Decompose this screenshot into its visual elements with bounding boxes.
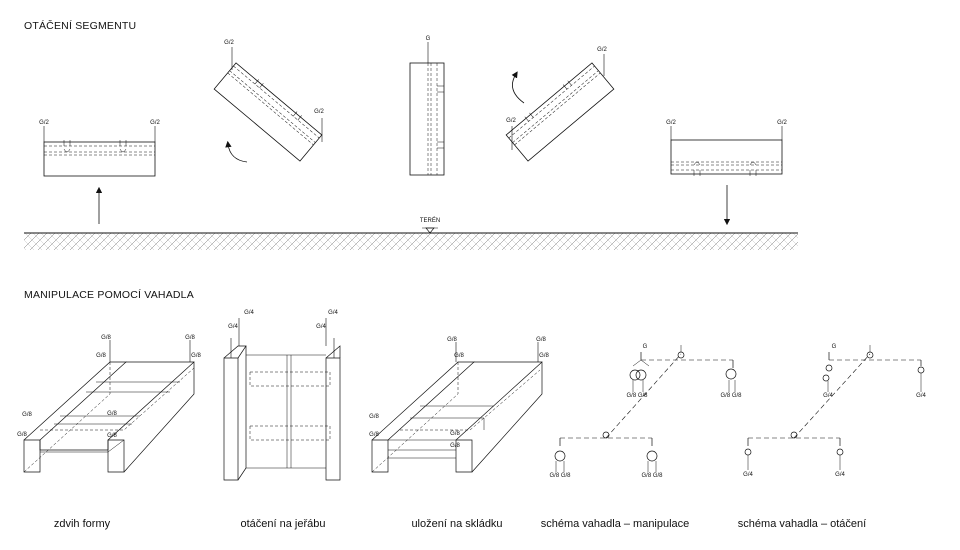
figure-storage-placement: G/8 G/8 G/8 G/8 G/8 G/8 G/8 G/8 [369, 337, 549, 473]
figure-form-lifting: G/8 G/8 G/8 G/8 G/8 G/8 G/8 G/8 [17, 335, 201, 473]
load-label-g8: G/8 [539, 353, 549, 359]
load-label-g8: G/8 [191, 353, 201, 359]
load-label-g4: G/4 [835, 472, 845, 478]
load-label-g8: G/8 [450, 443, 460, 449]
segment-rotation-diagram: TERÉN G/2 G/2 G/2 [24, 36, 798, 250]
load-label-g8: G/8 [96, 353, 106, 359]
segment-stage-1-horizontal: G/2 G/2 [39, 120, 160, 224]
load-label-g4: G/4 [823, 393, 833, 399]
load-label-g8: G/8 [107, 433, 117, 439]
load-label-g4: G/4 [316, 324, 326, 330]
load-label-g2: G/2 [777, 120, 787, 126]
terrain-marker: TERÉN [420, 217, 440, 234]
load-label-g8: G/8 [450, 431, 460, 437]
terrain-label: TERÉN [420, 217, 440, 224]
load-label-g4: G/4 [916, 393, 926, 399]
load-label-g2: G/2 [666, 120, 676, 126]
load-label-g8: G/8 [536, 337, 546, 343]
load-label-g2: G/2 [150, 120, 160, 126]
rotation-arrow [511, 71, 525, 104]
load-label-g: G [832, 344, 837, 350]
load-label-g8: G/8 [17, 432, 27, 438]
load-label-g8: G/8 [22, 412, 32, 418]
load-label-g2: G/2 [224, 40, 234, 46]
caption-beam-scheme-rotation: schéma vahadla – otáčení [737, 518, 867, 530]
load-label-g8: G/8 [447, 337, 457, 343]
load-label-g: G [643, 344, 648, 350]
section-title-lifting-beam-handling: MANIPULACE POMOCÍ VAHADLA [24, 289, 194, 301]
segment-stage-3-vertical: G [409, 36, 445, 176]
rotation-arrow [225, 140, 248, 163]
load-label-g8-pair: G/8 G/8 [641, 473, 663, 479]
caption-crane-rotation: otáčení na jeřábu [240, 518, 326, 530]
load-label-g8: G/8 [185, 335, 195, 341]
load-label-g8: G/8 [107, 411, 117, 417]
load-label-g8-pair: G/8 G/8 [626, 393, 648, 399]
load-label-g8: G/8 [369, 414, 379, 420]
caption-storage-placement: uložení na skládku [411, 518, 503, 530]
caption-beam-scheme-handling: schéma vahadla – manipulace [540, 518, 690, 530]
caption-form-lifting: zdvih formy [53, 518, 111, 530]
segment-stage-2-tilted: G/2 G/2 [213, 40, 324, 163]
load-label-g4: G/4 [244, 310, 254, 316]
load-label-g8-pair: G/8 G/8 [720, 393, 742, 399]
load-label-g4: G/4 [228, 324, 238, 330]
load-label-g2: G/2 [314, 109, 324, 115]
load-label-g8: G/8 [369, 432, 379, 438]
load-label-g8-pair: G/8 G/8 [549, 473, 571, 479]
load-label-g4: G/4 [743, 472, 753, 478]
section-title-segment-rotation: OTÁČENÍ SEGMENTU [24, 20, 137, 32]
load-label-g2: G/2 [506, 118, 516, 124]
figure-beam-scheme-rotation: G G/4 G/4 G/4 G/4 [743, 344, 926, 478]
load-label-g4: G/4 [328, 310, 338, 316]
segment-stage-4-tilted: G/2 G/2 [505, 47, 615, 162]
figure-crane-rotation: G/4 G/4 G/4 G/4 [223, 310, 341, 481]
figure-beam-scheme-handling: G G/8 G/8 G/8 G/8 G/8 G/8 G/8 G/8 [549, 344, 742, 479]
load-label-g2: G/2 [597, 47, 607, 53]
load-label-g8: G/8 [101, 335, 111, 341]
load-label-g: G [426, 36, 431, 42]
segment-stage-5-flipped: G/2 G/2 [666, 120, 787, 226]
terrain-ground [24, 232, 798, 250]
load-label-g8: G/8 [454, 353, 464, 359]
load-label-g2: G/2 [39, 120, 49, 126]
